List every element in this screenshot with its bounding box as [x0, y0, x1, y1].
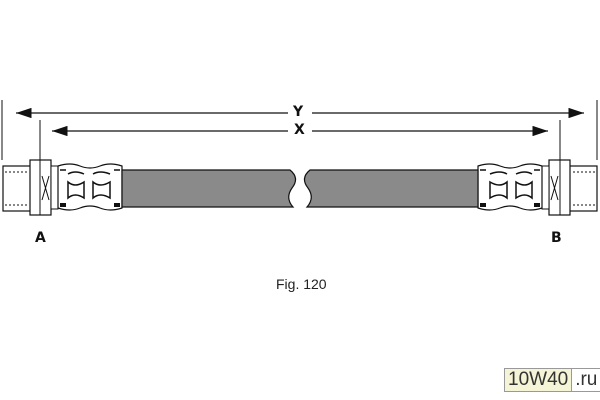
hose-end-b	[303, 159, 598, 216]
end-b-label: B	[551, 230, 562, 246]
dimension-lines	[1, 100, 598, 160]
end-a-label: A	[35, 230, 46, 246]
dimension-y-label: Y	[293, 104, 304, 120]
watermark-main: 10W40	[505, 369, 572, 391]
watermark-logo: 10W40 .ru	[504, 368, 600, 392]
figure-caption: Fig. 120	[276, 276, 327, 292]
hose-end-a	[2, 159, 297, 216]
watermark-suffix: .ru	[571, 369, 600, 391]
dimension-x-label: X	[294, 122, 305, 138]
